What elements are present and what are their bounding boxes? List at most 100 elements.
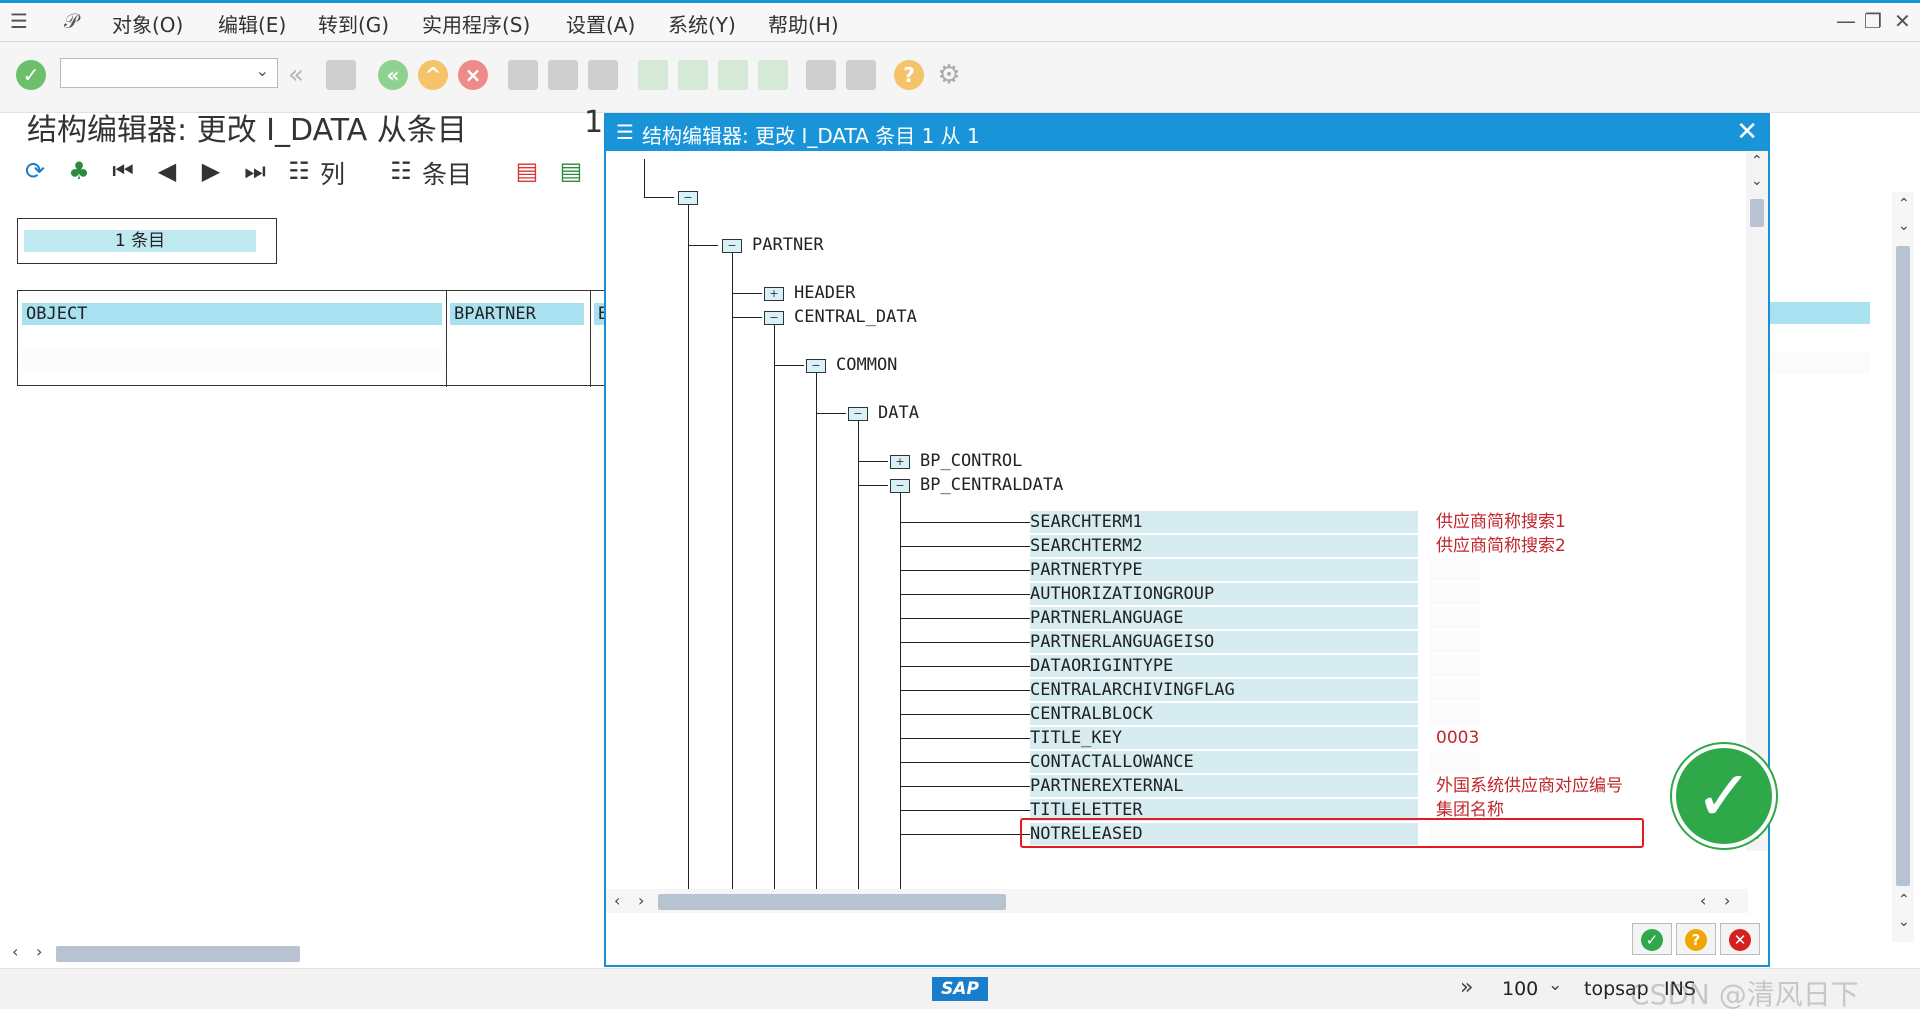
field-name[interactable]: TITLE_KEY xyxy=(1030,727,1418,749)
scroll-up-icon[interactable]: ⌃ xyxy=(1898,892,1910,908)
grid-header-object[interactable]: OBJECT xyxy=(22,303,442,325)
field-value-input[interactable] xyxy=(1430,823,1480,845)
node-central-data[interactable]: CENTRAL_DATA xyxy=(794,307,917,327)
exit-icon[interactable]: ^ xyxy=(418,60,448,90)
menu-goto[interactable]: 转到(G) xyxy=(318,13,390,37)
field-name[interactable]: PARTNERLANGUAGEISO xyxy=(1030,631,1418,653)
command-field[interactable]: ⌄ xyxy=(60,58,278,88)
next-page-icon[interactable] xyxy=(718,60,748,90)
node-data[interactable]: DATA xyxy=(878,403,919,423)
field-value-input[interactable]: 外国系统供应商对应编号 xyxy=(1430,775,1690,797)
cancel-button[interactable]: ✕ xyxy=(1720,923,1760,955)
double-chevron-left-icon[interactable]: « xyxy=(288,60,304,90)
field-value-input[interactable] xyxy=(1430,631,1480,653)
node-common[interactable]: COMMON xyxy=(836,355,898,375)
scroll-thumb[interactable] xyxy=(658,894,1006,910)
field-name[interactable]: AUTHORIZATIONGROUP xyxy=(1030,583,1418,605)
menu-help[interactable]: 帮助(H) xyxy=(768,13,839,37)
last-entry-icon[interactable]: ⏭ xyxy=(244,157,266,185)
field-value-input[interactable] xyxy=(1430,751,1480,773)
cancel-icon[interactable]: × xyxy=(458,60,488,90)
scroll-up-icon[interactable]: ⌃ xyxy=(1898,196,1910,212)
folder-closed-icon[interactable]: + xyxy=(890,455,910,469)
ok-button[interactable]: ✓ xyxy=(1632,923,1672,955)
field-value-input[interactable]: 供应商简称搜索2 xyxy=(1430,535,1690,557)
field-value-input[interactable]: 供应商简称搜索1 xyxy=(1430,511,1690,533)
scroll-down-icon[interactable]: ⌄ xyxy=(1751,173,1763,189)
scroll-right-icon[interactable]: › xyxy=(36,942,43,961)
field-name[interactable]: SEARCHTERM1 xyxy=(1030,511,1418,533)
field-name[interactable]: TITLELETTER xyxy=(1030,799,1418,821)
dialog-vertical-scrollbar[interactable]: ⌃ ⌄ ⌃ ⌄ xyxy=(1746,151,1768,851)
column-icon[interactable]: ☷ xyxy=(288,157,310,185)
chevron-down-icon[interactable]: ⌄ xyxy=(255,61,269,80)
last-page-icon[interactable] xyxy=(758,60,788,90)
field-value-input[interactable] xyxy=(1430,559,1480,581)
field-name[interactable]: PARTNERLANGUAGE xyxy=(1030,607,1418,629)
back-icon[interactable]: « xyxy=(378,60,408,90)
folder-open-icon[interactable]: − xyxy=(764,311,784,325)
menu-edit[interactable]: 编辑(E) xyxy=(218,13,287,37)
minimize-button[interactable]: — xyxy=(1836,9,1856,33)
entry-icon[interactable]: ☷ xyxy=(390,157,412,185)
field-value-input[interactable] xyxy=(1430,679,1480,701)
field-name[interactable]: CENTRALARCHIVINGFLAG xyxy=(1030,679,1418,701)
field-value-input[interactable]: 集团名称 xyxy=(1430,799,1690,821)
field-name[interactable]: PARTNERTYPE xyxy=(1030,559,1418,581)
restore-button[interactable]: ❐ xyxy=(1864,9,1882,33)
menu-utilities[interactable]: 实用程序(S) xyxy=(422,13,531,37)
scroll-down-icon[interactable]: ⌄ xyxy=(1898,218,1910,234)
expand-status-icon[interactable]: » xyxy=(1460,975,1474,1000)
delete-row-icon[interactable]: ▤ xyxy=(515,157,539,185)
menu-settings[interactable]: 设置(A) xyxy=(566,13,636,37)
scroll-thumb[interactable] xyxy=(56,946,300,962)
grid-row[interactable] xyxy=(22,349,442,371)
folder-open-icon[interactable]: − xyxy=(806,359,826,373)
scroll-left-icon[interactable]: ‹ xyxy=(12,942,19,961)
field-name[interactable]: SEARCHTERM2 xyxy=(1030,535,1418,557)
save-icon[interactable] xyxy=(326,60,356,90)
create-session-icon[interactable] xyxy=(806,60,836,90)
column-button[interactable]: 列 xyxy=(320,160,346,189)
shortcut-icon[interactable] xyxy=(846,60,876,90)
prev-page-icon[interactable] xyxy=(678,60,708,90)
node-bp-control[interactable]: BP_CONTROL xyxy=(920,451,1023,471)
enter-icon[interactable]: ✓ xyxy=(16,60,46,90)
scroll-down-icon[interactable]: ⌄ xyxy=(1898,914,1910,930)
close-window-button[interactable]: ✕ xyxy=(1894,9,1911,33)
menu-object[interactable]: 对象(O) xyxy=(112,13,184,37)
refresh-icon[interactable]: ⟳ xyxy=(24,157,46,185)
scroll-right-icon[interactable]: › xyxy=(638,891,645,910)
zoom-value[interactable]: 100 xyxy=(1502,978,1539,1000)
field-name[interactable]: NOTRELEASED xyxy=(1030,823,1418,845)
field-value-input[interactable] xyxy=(1430,583,1480,605)
node-header[interactable]: HEADER xyxy=(794,283,856,303)
field-value-input[interactable] xyxy=(1430,703,1480,725)
field-value-input[interactable] xyxy=(1430,655,1480,677)
main-horizontal-scrollbar[interactable]: ‹ › xyxy=(0,942,606,966)
scroll-left-icon[interactable]: ‹ xyxy=(614,891,621,910)
scroll-right-icon[interactable]: › xyxy=(1724,891,1731,910)
folder-closed-icon[interactable]: + xyxy=(764,287,784,301)
dialog-menu-icon[interactable]: ☰ xyxy=(616,120,634,144)
hierarchy-icon[interactable]: ♣ xyxy=(68,157,90,185)
find-next-icon[interactable] xyxy=(588,60,618,90)
menu-system[interactable]: 系统(Y) xyxy=(668,13,736,37)
field-value-input[interactable]: 0003 xyxy=(1430,727,1690,749)
next-entry-icon[interactable]: ▶ xyxy=(201,157,221,185)
scroll-left-icon[interactable]: ‹ xyxy=(1700,891,1707,910)
help-button[interactable]: ? xyxy=(1676,923,1716,955)
scroll-thumb[interactable] xyxy=(1750,199,1764,227)
main-vertical-scrollbar[interactable]: ⌃ ⌄ ⌃ ⌄ xyxy=(1892,192,1914,942)
field-name[interactable]: CONTACTALLOWANCE xyxy=(1030,751,1418,773)
node-partner[interactable]: PARTNER xyxy=(752,235,824,255)
folder-open-icon[interactable]: − xyxy=(848,407,868,421)
previous-entry-icon[interactable]: ◀ xyxy=(157,157,177,185)
dialog-horizontal-scrollbar[interactable]: ‹ › ‹ › xyxy=(606,889,1748,913)
grid-header-bpartner[interactable]: BPARTNER xyxy=(450,303,584,325)
menu-icon[interactable]: ☰ xyxy=(10,9,28,33)
find-icon[interactable] xyxy=(548,60,578,90)
settings-icon[interactable]: ⚙ xyxy=(937,60,961,90)
field-name[interactable]: PARTNEREXTERNAL xyxy=(1030,775,1418,797)
help-icon[interactable]: ? xyxy=(894,60,924,90)
